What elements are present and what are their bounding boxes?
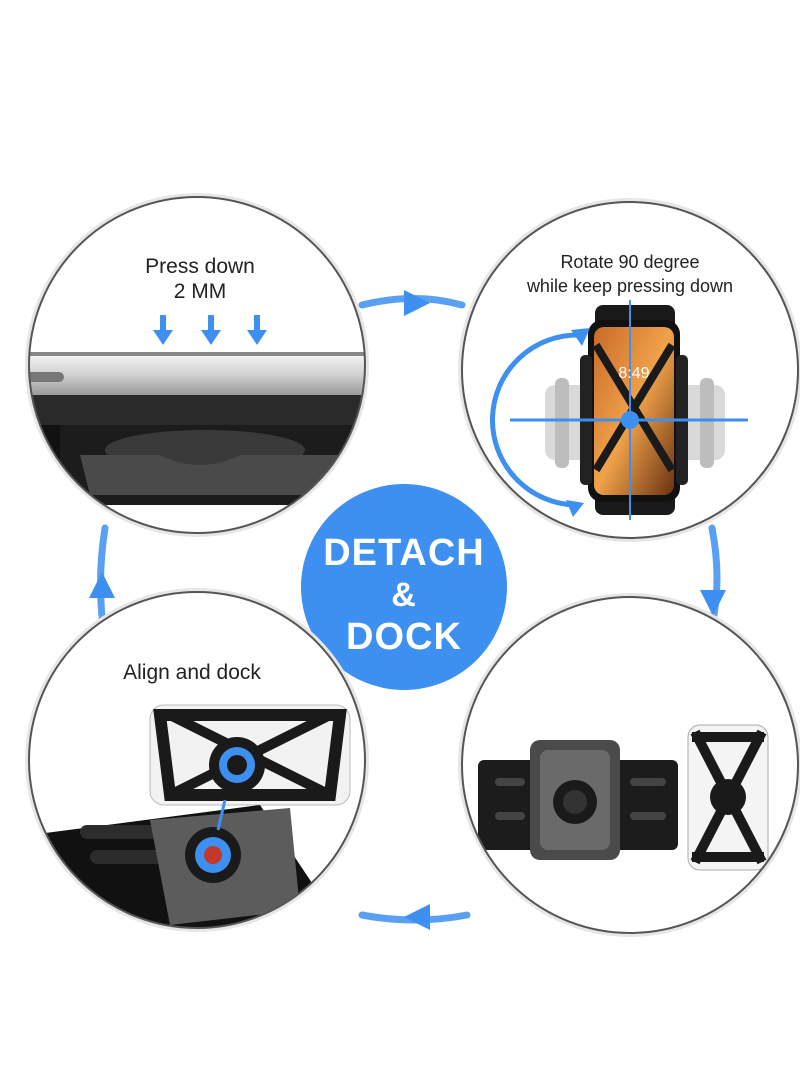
arrow-right-icon — [404, 290, 430, 316]
caption-rotate-line2: while keep pressing down — [526, 276, 734, 296]
arrow-left-icon — [404, 904, 430, 930]
center-title-line1: DETACH — [323, 532, 485, 574]
caption-align-dock-line1: Align and dock — [123, 661, 261, 684]
flow-arrows — [89, 290, 726, 930]
arrow-down-icon — [700, 590, 726, 616]
center-title-line2: & — [391, 576, 417, 614]
phone-clock: 8:49 — [618, 365, 650, 382]
caption-press-down: Press down 2 MM — [100, 254, 300, 304]
center-title-line3: DOCK — [346, 616, 462, 658]
caption-align-dock: Align and dock — [92, 660, 292, 685]
arrow-up-icon — [89, 572, 115, 598]
panel-detached — [458, 593, 800, 937]
panel-align-dock — [25, 588, 369, 932]
press-arrows — [153, 315, 267, 345]
caption-press-down-line2: 2 MM — [173, 280, 227, 303]
center-badge — [301, 484, 507, 690]
center-title: DETACH & DOCK — [302, 528, 506, 658]
caption-rotate-line1: Rotate 90 degree — [560, 252, 700, 272]
caption-press-down-line1: Press down — [145, 255, 255, 278]
panel-press-down — [25, 193, 369, 537]
caption-rotate: Rotate 90 degree while keep pressing dow… — [495, 250, 765, 298]
panel-rotate — [458, 198, 800, 542]
